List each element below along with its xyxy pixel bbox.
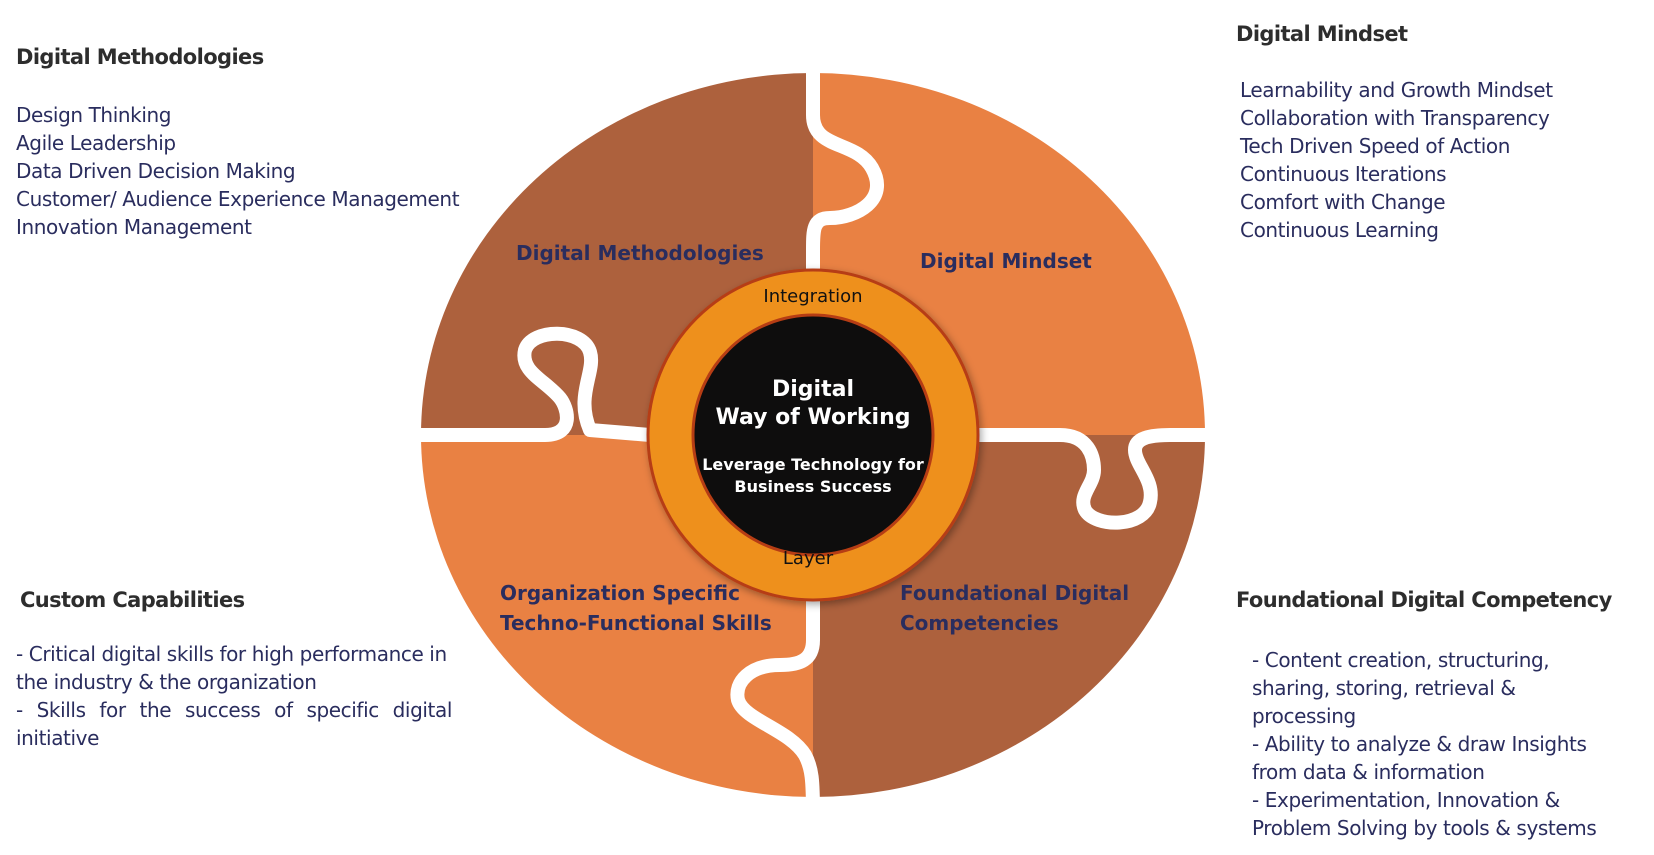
list-item: Collaboration with Transparency (1240, 106, 1550, 130)
digital-methodologies-list: Design Thinking Agile Leadership Data Dr… (16, 101, 460, 241)
custom-capabilities-heading: Custom Capabilities (20, 588, 245, 612)
piece-label-digital-methodologies: Digital Methodologies (516, 241, 764, 265)
list-item: Customer/ Audience Experience Management (16, 187, 460, 211)
custom-capabilities-text: - Critical digital skills for high perfo… (16, 640, 452, 752)
piece-label-digital-mindset: Digital Mindset (920, 249, 1092, 273)
list-item: Comfort with Change (1240, 190, 1446, 214)
list-item: Continuous Iterations (1240, 162, 1447, 186)
piece-label-organization-specific-line1: Organization Specific (500, 581, 740, 605)
list-item: Design Thinking (16, 103, 172, 127)
foundational-paragraph-3: - Experimentation, Innovation & Problem … (1252, 788, 1597, 840)
core-title-line1: Digital (772, 377, 854, 402)
core-title-line2: Way of Working (715, 405, 910, 430)
digital-mindset-heading: Digital Mindset (1236, 22, 1408, 46)
foundational-paragraph-1: - Content creation, structuring, sharing… (1252, 648, 1550, 728)
core-subtitle-line2: Business Success (734, 477, 891, 496)
piece-label-organization-specific-line2: Techno-Functional Skills (500, 611, 772, 635)
digital-methodologies-heading: Digital Methodologies (16, 45, 264, 69)
foundational-paragraph-2: - Ability to analyze & draw Insights fro… (1252, 732, 1587, 784)
list-item: Tech Driven Speed of Action (1240, 134, 1511, 158)
ring-label-layer: Layer (783, 548, 834, 569)
list-item: Data Driven Decision Making (16, 159, 296, 183)
list-item: Continuous Learning (1240, 218, 1439, 242)
custom-capabilities-paragraph-2: - Skills for the success of specific dig… (16, 698, 452, 750)
puzzle-cut-lines (380, 60, 1240, 816)
foundational-digital-competency-text: - Content creation, structuring, sharing… (1252, 646, 1602, 842)
core-subtitle-line1: Leverage Technology for (702, 455, 924, 474)
foundational-digital-competency-heading: Foundational Digital Competency (1236, 588, 1612, 612)
piece-label-foundational-line2: Competencies (900, 611, 1059, 635)
custom-capabilities-paragraph-1: - Critical digital skills for high perfo… (16, 642, 447, 694)
ring-label-integration: Integration (763, 286, 862, 307)
list-item: Innovation Management (16, 215, 252, 239)
digital-mindset-list: Learnability and Growth Mindset Collabor… (1240, 76, 1553, 244)
list-item: Learnability and Growth Mindset (1240, 78, 1553, 102)
piece-label-foundational-line1: Foundational Digital (900, 581, 1129, 605)
list-item: Agile Leadership (16, 131, 176, 155)
core-circle (691, 313, 935, 557)
